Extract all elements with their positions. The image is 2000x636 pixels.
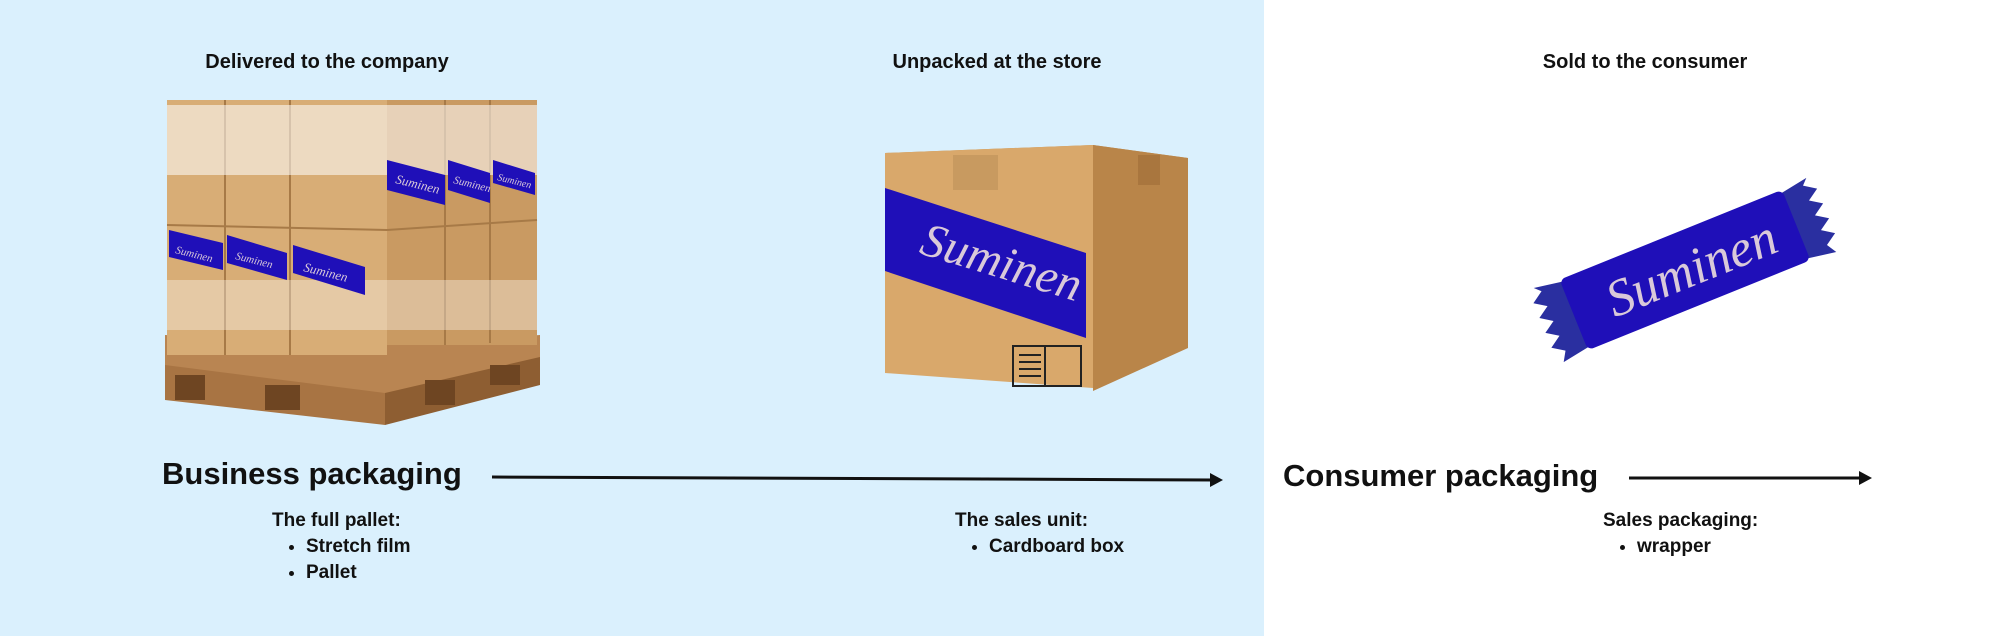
stage-title-consumer: Sold to the consumer [1542, 51, 1748, 73]
stage-title-company: Delivered to the company [205, 51, 449, 73]
list-item: Pallet [306, 560, 411, 586]
sales-packaging-label: Sales packaging: [1603, 510, 1759, 531]
full-pallet-label: The full pallet: [272, 510, 401, 531]
cardboard-box-image: Suminen [885, 145, 1188, 391]
sales-unit-list: The sales unit: Cardboard box [955, 508, 1124, 560]
stage-title-store: Unpacked at the store [892, 51, 1102, 73]
consumer-flow-arrow [1629, 471, 1872, 485]
list-item: wrapper [1637, 534, 1758, 560]
sales-packaging-list: Sales packaging: wrapper [1603, 508, 1758, 560]
business-flow-arrow [491, 473, 1223, 487]
pallet-of-boxes-image: Suminen Suminen Suminen Suminen Suminen … [165, 100, 540, 425]
business-packaging-heading: Business packaging [162, 456, 462, 491]
candy-bar-wrapper-image: Suminen [1533, 177, 1837, 363]
list-item: Cardboard box [989, 534, 1124, 560]
list-item: Stretch film [306, 534, 411, 560]
sales-unit-label: The sales unit: [955, 510, 1089, 531]
full-pallet-list: The full pallet: Stretch film Pallet [272, 508, 411, 586]
consumer-packaging-heading: Consumer packaging [1283, 458, 1599, 493]
